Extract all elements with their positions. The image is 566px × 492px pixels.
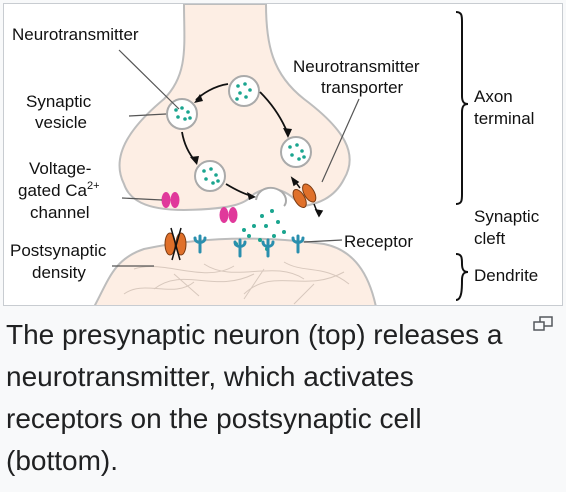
transporter-arrows xyxy=(290,176,324,218)
fusing-vesicle xyxy=(255,186,287,207)
label-voltage-gated-3: channel xyxy=(30,203,90,222)
synapse-diagram[interactable]: Neurotransmitter Synaptic vesicle Voltag… xyxy=(3,3,563,306)
postsynaptic-channel xyxy=(164,227,187,261)
axon-terminal-shape xyxy=(118,4,351,212)
vesicle-3 xyxy=(280,136,312,168)
label-voltage-gated-2: gated Ca2+ xyxy=(18,180,100,200)
label-receptor: Receptor xyxy=(344,232,413,251)
label-neurotransmitter: Neurotransmitter xyxy=(12,25,139,44)
label-axon-2: terminal xyxy=(474,109,534,128)
calcium-channel-left xyxy=(161,192,180,208)
figure-caption: The presynaptic neuron (top) releases a … xyxy=(6,319,503,476)
label-dendrite: Dendrite xyxy=(474,266,538,285)
vesicle-2 xyxy=(228,75,260,107)
enlarge-icon[interactable] xyxy=(532,316,554,332)
label-cleft-2: cleft xyxy=(474,229,505,248)
label-postsynaptic-2: density xyxy=(32,263,86,282)
figure: Neurotransmitter Synaptic vesicle Voltag… xyxy=(3,3,563,306)
vesicle-1 xyxy=(166,98,198,130)
label-cleft-1: Synaptic xyxy=(474,207,540,226)
label-axon-1: Axon xyxy=(474,87,513,106)
calcium-channel-mid xyxy=(219,207,238,223)
braces xyxy=(455,11,469,301)
postsynaptic-density-texture xyxy=(123,261,350,305)
label-synaptic-vesicle-1: Synaptic xyxy=(26,92,92,111)
label-transporter-2: transporter xyxy=(321,78,404,97)
label-postsynaptic-1: Postsynaptic xyxy=(10,241,107,260)
receptors xyxy=(193,234,305,258)
released-neurotransmitter xyxy=(234,209,286,251)
leader-lines xyxy=(112,49,360,267)
neurotransmitter-transporter xyxy=(292,183,317,209)
label-voltage-gated-1: Voltage- xyxy=(29,159,91,178)
label-synaptic-vesicle-2: vesicle xyxy=(35,113,87,132)
arrow-heads xyxy=(190,94,292,200)
vesicle-4 xyxy=(194,160,226,192)
label-transporter-1: Neurotransmitter xyxy=(293,57,420,76)
